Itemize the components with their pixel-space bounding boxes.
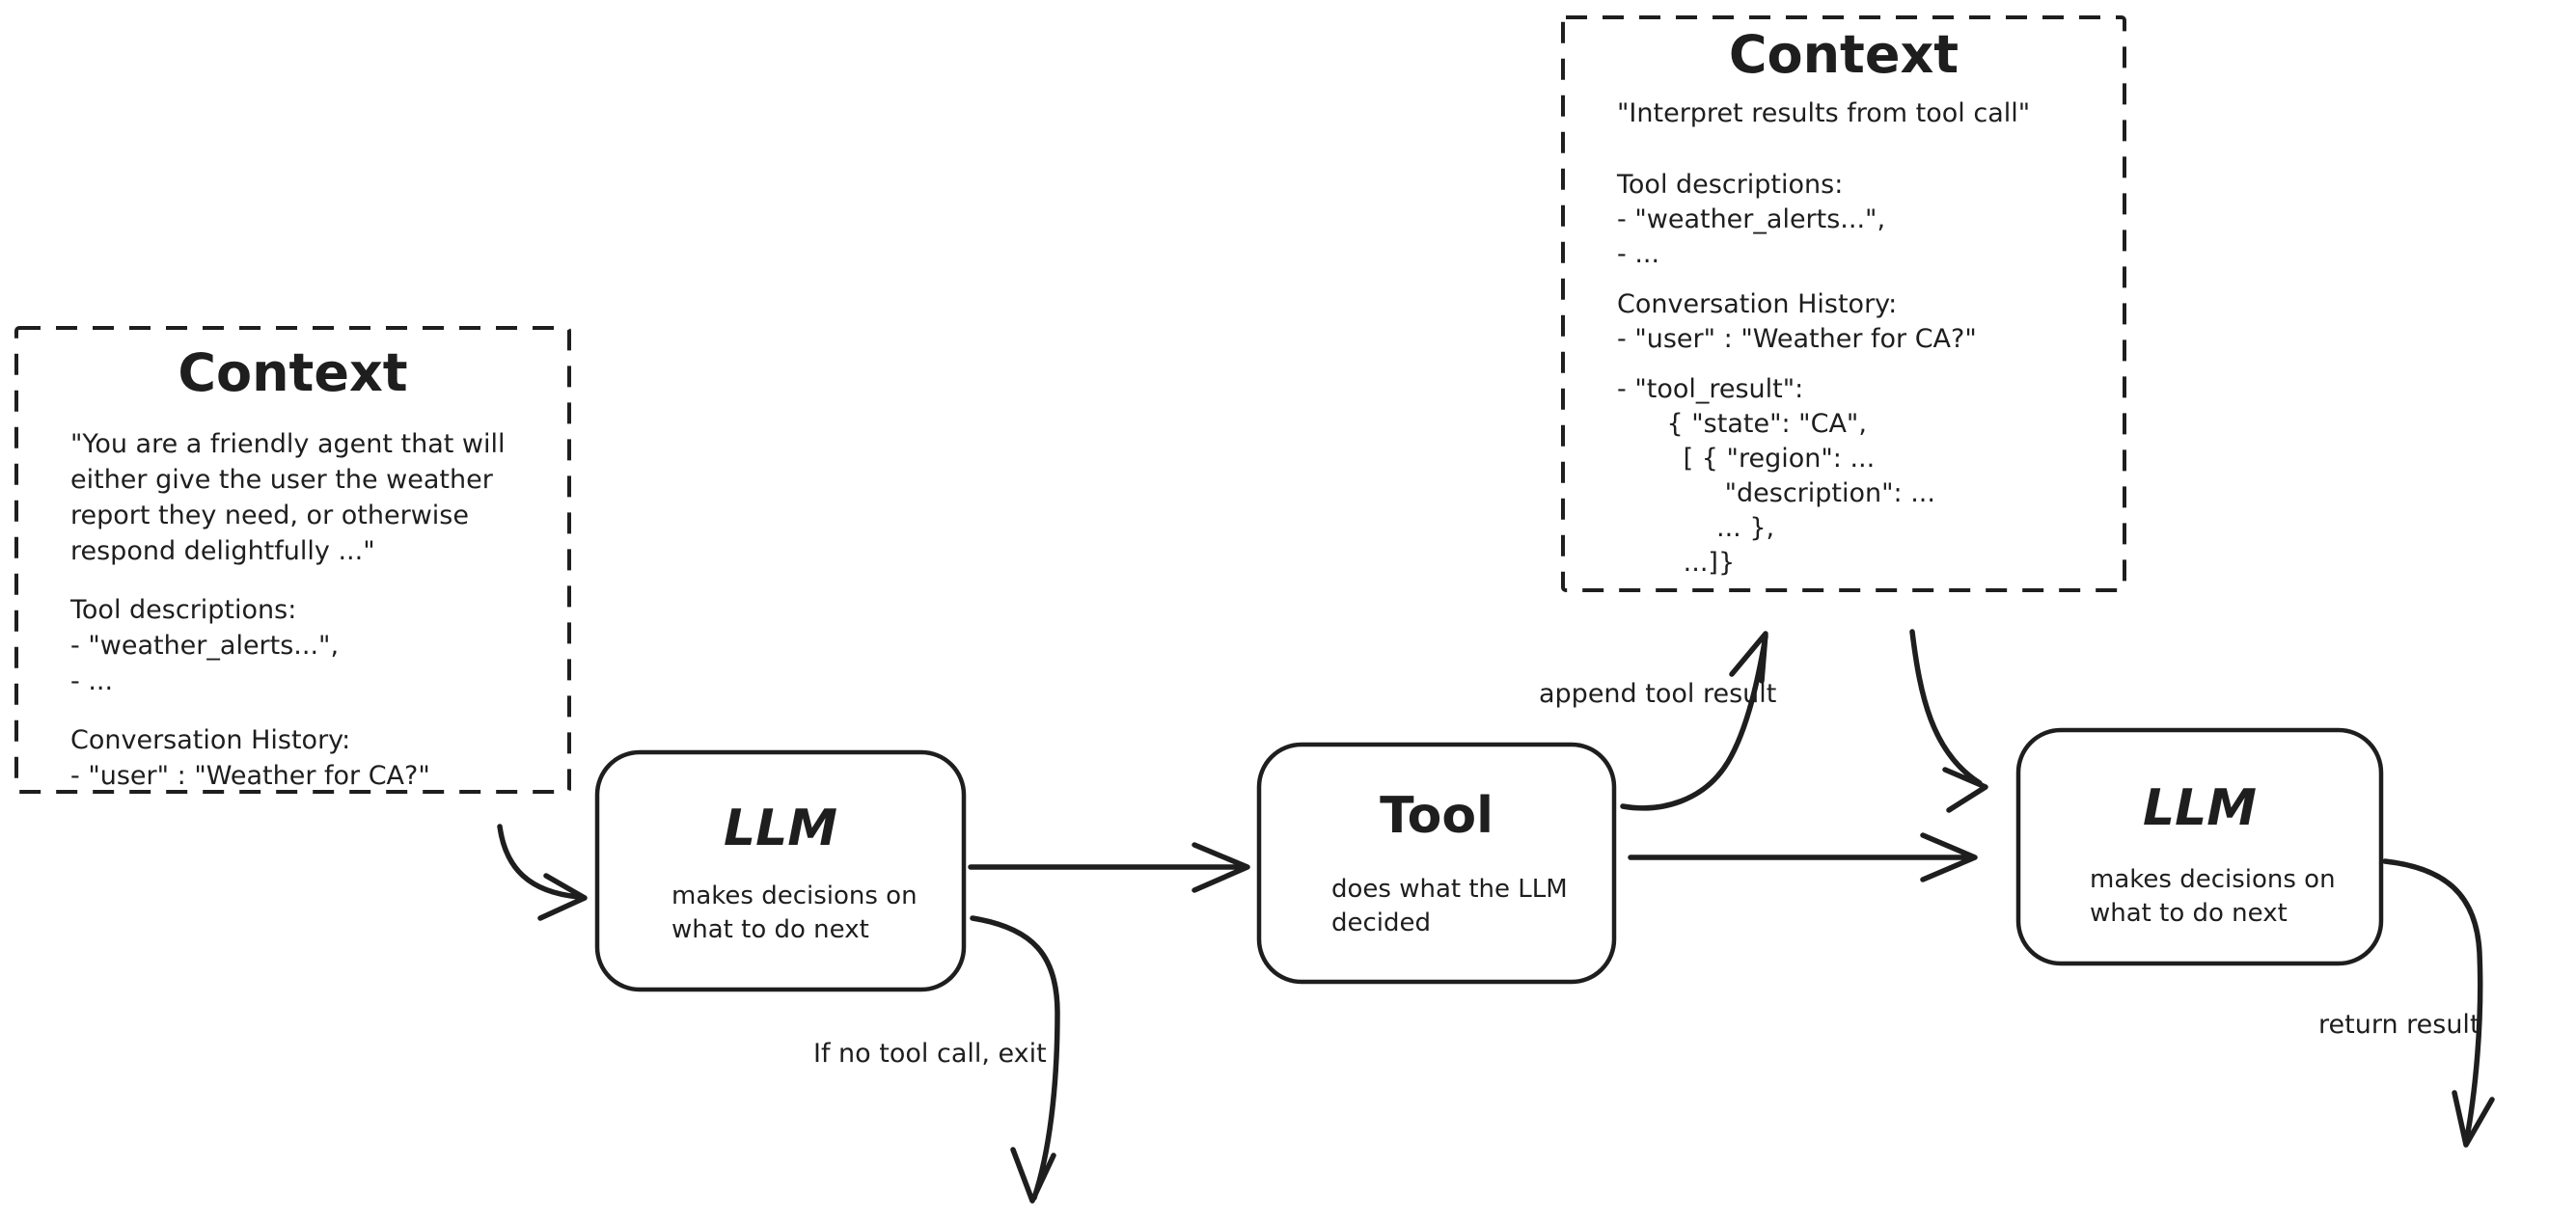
no-tool-call-exit-label: If no tool call, exit [813, 1039, 1047, 1069]
llm-2-box [2015, 727, 2384, 966]
llm-1-subtitle: makes decisions on what to do next [671, 882, 918, 944]
arrow-context-top-to-llm-2 [1909, 629, 1988, 813]
llm-2-subtitle: makes decisions on what to do next [2090, 865, 2336, 928]
llm-1-box [594, 749, 967, 992]
arrow-llm-1-to-tool [968, 842, 1250, 893]
return-result-label: return result [2318, 1010, 2480, 1040]
context-top-conversation-history: Conversation History: - "user" : "Weathe… [1617, 289, 1977, 354]
arrow-context-left-to-llm-1 [497, 824, 588, 921]
arrow-tool-to-llm-2 [1628, 832, 1978, 882]
context-left-title: Context [178, 342, 408, 403]
arrow-llm-2-return [2382, 858, 2495, 1148]
context-top-system-prompt: "Interpret results from tool call" [1617, 98, 2031, 128]
context-top-tool-descriptions: Tool descriptions: - "weather_alerts..."… [1617, 170, 1886, 269]
arrow-llm-1-exit [970, 915, 1060, 1204]
tool-subtitle: does what the LLM decided [1331, 875, 1568, 937]
tool-box [1256, 742, 1617, 985]
context-top-tool-result: - "tool_result": { "state": "CA", [ { "r… [1617, 374, 1935, 578]
arrow-tool-to-context-top [1620, 631, 1768, 811]
context-top-body: "Interpret results from tool call" Tool … [1617, 96, 2119, 596]
context-left-body: "You are a friendly agent that will eith… [70, 426, 558, 817]
llm-1-title: LLM [723, 800, 837, 857]
context-left-conversation-history: Conversation History: - "user" : "Weathe… [70, 725, 430, 791]
context-left-box [14, 326, 571, 794]
append-tool-result-label: append tool result [1539, 679, 1777, 709]
llm-2-title: LLM [2142, 779, 2257, 837]
context-left-tool-descriptions: Tool descriptions: - "weather_alerts..."… [70, 595, 340, 696]
tool-title: Tool [1380, 787, 1494, 845]
context-top-box [1561, 15, 2126, 592]
context-top-title: Context [1728, 24, 1959, 85]
context-left-system-prompt: "You are a friendly agent that will eith… [70, 429, 506, 566]
